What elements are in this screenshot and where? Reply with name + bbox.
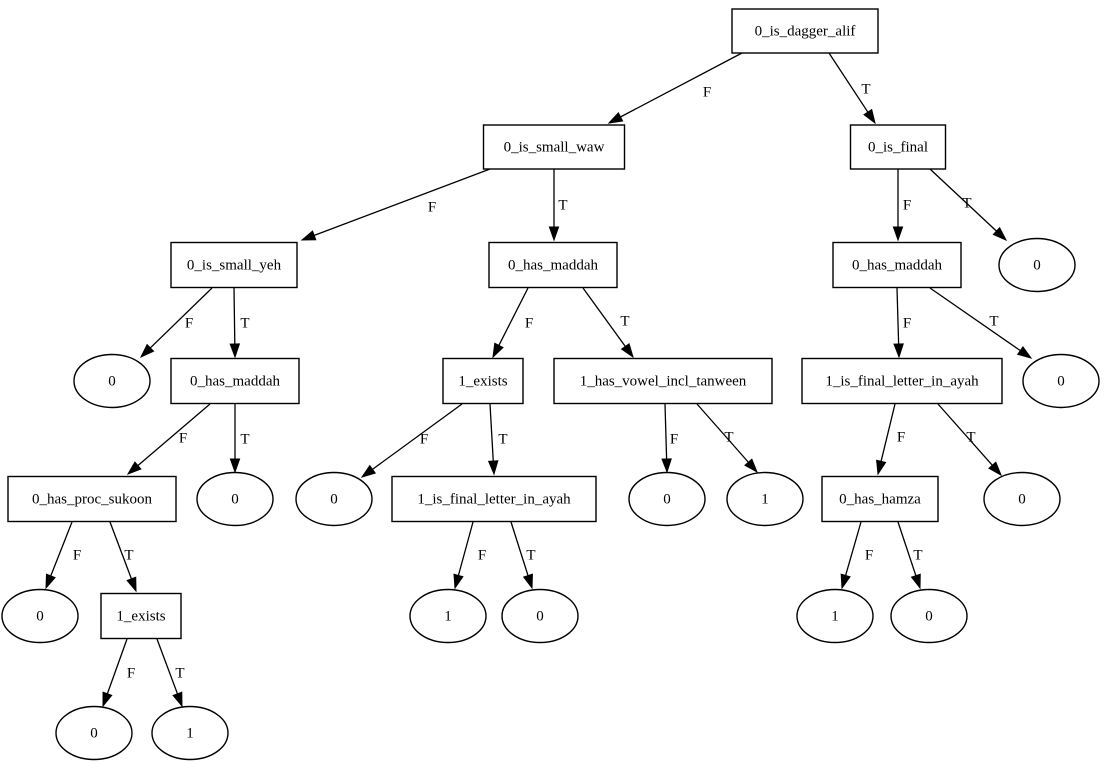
decision-node-1_has_vowel_incl_tanween[interactable]: 1_has_vowel_incl_tanween xyxy=(553,357,773,405)
edge-label-true: T xyxy=(913,547,922,563)
leaf-node-0[interactable]: 0 xyxy=(1022,353,1100,409)
edge-n2-n6-true: T xyxy=(929,168,1008,242)
edge-label-true: T xyxy=(962,195,971,211)
edge-n5-n11-false: F xyxy=(893,287,911,359)
leaf-node-1[interactable]: 1 xyxy=(796,588,874,644)
leaf-node-0[interactable]: 0 xyxy=(196,471,274,527)
leaf-node-0[interactable]: 0 xyxy=(890,588,968,644)
leaf-node-0[interactable]: 0 xyxy=(501,588,579,644)
leaf-node-0[interactable]: 0 xyxy=(983,471,1061,527)
edge-n4-n10-true: T xyxy=(582,287,634,359)
edge-n13-n22-true: T xyxy=(109,521,137,593)
decision-node-0_is_final[interactable]: 0_is_final xyxy=(849,124,947,170)
edge-label-false: F xyxy=(703,84,711,100)
edge-n16-n23-false: F xyxy=(453,521,486,590)
edge-n11-n19-false: F xyxy=(876,403,905,476)
edge-n19-n25-false: F xyxy=(840,521,873,590)
edge-n0-n1-false: F xyxy=(607,52,743,124)
edge-n3-n7-false: F xyxy=(139,287,213,359)
decision-node-1_exists[interactable]: 1_exists xyxy=(100,592,182,640)
edge-label-true: T xyxy=(240,431,249,447)
edge-label-false: F xyxy=(179,430,187,446)
edges-layer: F T F T F T F T F T F T F T F T F T F T F T F T F T F T xyxy=(45,52,1033,708)
decision-node-0_has_maddah[interactable]: 0_has_maddah xyxy=(488,241,618,289)
edge-n9-n15-false: F xyxy=(360,403,463,478)
edge-n8-n13-false: F xyxy=(126,403,211,475)
edge-label-true: T xyxy=(861,81,870,97)
edge-label-false: F xyxy=(420,431,428,447)
edge-label-false: F xyxy=(73,547,81,563)
edge-n16-n24-true: T xyxy=(510,521,536,590)
decision-node-0_is_dagger_alif[interactable]: 0_is_dagger_alif xyxy=(731,8,879,54)
edge-label-true: T xyxy=(620,313,629,329)
edge-n1-n3-false: F xyxy=(300,168,491,241)
decision-node-1_is_final_letter_in_ayah[interactable]: 1_is_final_letter_in_ayah xyxy=(391,475,597,523)
decision-node-1_exists[interactable]: 1_exists xyxy=(442,357,524,405)
decision-node-0_has_hamza[interactable]: 0_has_hamza xyxy=(821,475,939,523)
edge-n3-n8-true: T xyxy=(229,287,250,359)
decision-node-0_is_small_waw[interactable]: 0_is_small_waw xyxy=(482,124,626,170)
edge-label-true: T xyxy=(558,197,567,213)
edge-n4-n9-false: F xyxy=(492,287,533,359)
edge-n9-n16-true: T xyxy=(487,403,508,476)
leaf-node-0[interactable]: 0 xyxy=(1,588,79,644)
edge-label-false: F xyxy=(127,665,135,681)
decision-node-0_has_maddah[interactable]: 0_has_maddah xyxy=(832,241,962,289)
leaf-node-1[interactable]: 1 xyxy=(409,588,487,644)
edge-label-false: F xyxy=(185,315,193,331)
decision-node-0_has_maddah[interactable]: 0_has_maddah xyxy=(170,357,300,405)
edge-n5-n12-true: T xyxy=(929,287,1033,359)
edge-label-false: F xyxy=(525,315,533,331)
edge-n19-n26-true: T xyxy=(897,521,923,590)
decision-node-0_has_proc_sukoon[interactable]: 0_has_proc_sukoon xyxy=(7,475,177,523)
decision-node-0_is_small_yeh[interactable]: 0_is_small_yeh xyxy=(170,241,298,289)
edge-label-true: T xyxy=(526,547,535,563)
edge-label-true: T xyxy=(124,547,133,563)
edge-label-false: F xyxy=(903,315,911,331)
leaf-node-1[interactable]: 1 xyxy=(151,705,229,761)
leaf-node-0[interactable]: 0 xyxy=(295,471,373,527)
edge-n0-n2-true: T xyxy=(828,52,876,125)
edge-n11-n20-true: T xyxy=(937,403,1002,477)
edge-label-false: F xyxy=(903,197,911,213)
edge-n2-n5-false: F xyxy=(892,169,911,242)
edge-label-true: T xyxy=(989,313,998,329)
edge-label-true: T xyxy=(240,315,249,331)
edge-n10-n18-true: T xyxy=(696,403,758,474)
leaf-node-0[interactable]: 0 xyxy=(998,237,1076,293)
edge-label-false: F xyxy=(865,547,873,563)
leaf-node-0[interactable]: 0 xyxy=(73,353,151,409)
edge-label-false: F xyxy=(428,199,436,215)
edge-label-true: T xyxy=(498,431,507,447)
edge-n10-n17-false: F xyxy=(661,403,678,474)
edge-n22-n27-false: F xyxy=(102,638,135,708)
edge-n13-n21-false: F xyxy=(45,521,81,590)
edge-label-true: T xyxy=(966,429,975,445)
edge-label-false: F xyxy=(897,429,905,445)
edge-label-false: F xyxy=(478,547,486,563)
edge-label-true: T xyxy=(724,429,733,445)
edge-n8-n14-true: T xyxy=(229,404,250,474)
decision-node-1_is_final_letter_in_ayah[interactable]: 1_is_final_letter_in_ayah xyxy=(801,357,1003,405)
leaf-node-0[interactable]: 0 xyxy=(55,705,133,761)
edge-n1-n4-true: T xyxy=(548,169,568,242)
edge-n22-n28-true: T xyxy=(156,638,185,708)
leaf-node-0[interactable]: 0 xyxy=(628,471,706,527)
edge-label-false: F xyxy=(670,431,678,447)
edge-label-true: T xyxy=(175,665,184,681)
leaf-node-1[interactable]: 1 xyxy=(726,471,804,527)
